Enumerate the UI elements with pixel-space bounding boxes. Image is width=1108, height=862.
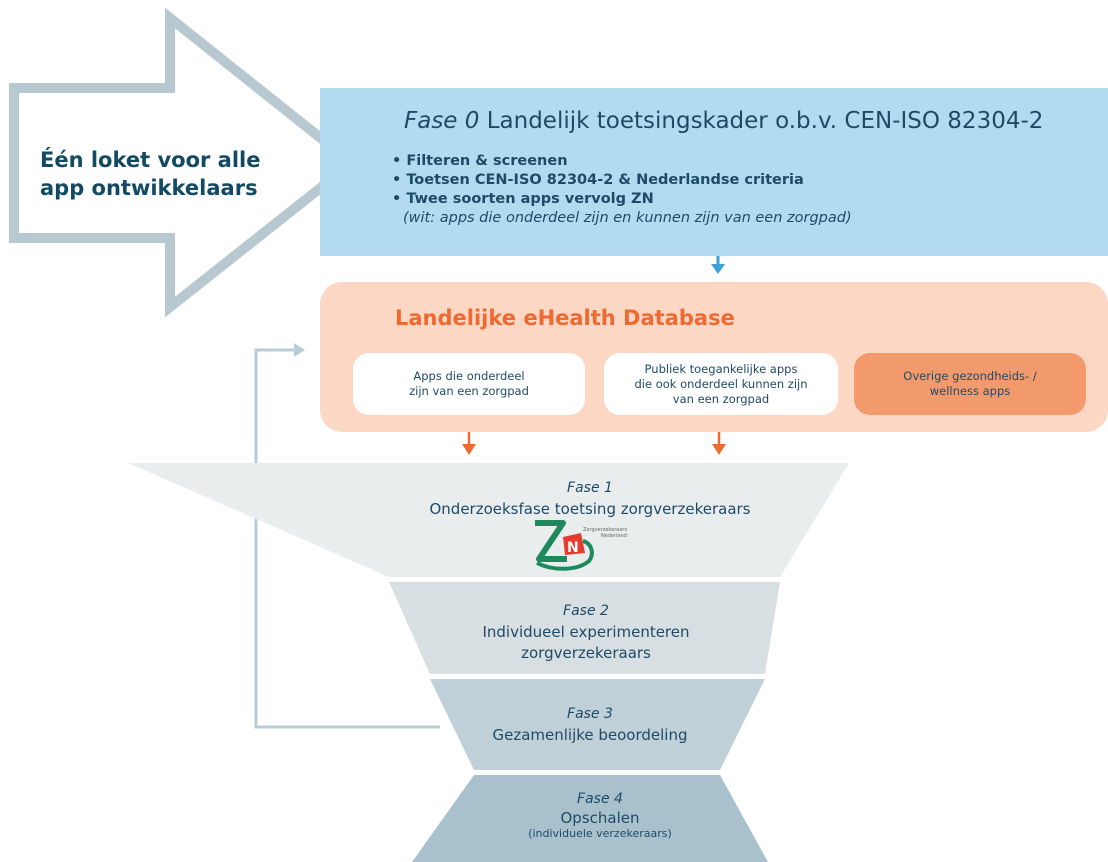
category-public-apps: Publiek toegankelijke apps die ook onder… xyxy=(604,353,838,415)
zn-logo-n-badge xyxy=(563,533,585,555)
funnel-phase-1 xyxy=(128,463,849,577)
phase-0-bullet: Toetsen CEN-ISO 82304-2 & Nederlandse cr… xyxy=(392,171,852,190)
funnel-phase-4 xyxy=(412,775,768,862)
phase-1-name: Onderzoeksfase toetsing zorgverzekeraars xyxy=(429,500,751,518)
phase-4-label: Fase 4 Opschalen (individuele verzekeraa… xyxy=(480,789,720,840)
phase-4-number: Fase 4 xyxy=(577,791,623,807)
phase-0-name: Landelijk toetsingskader o.b.v. CEN-ISO … xyxy=(486,108,1044,134)
phase-2-name-line-2: zorgverzekeraars xyxy=(521,644,651,662)
phase-2-number: Fase 2 xyxy=(563,603,609,619)
hero-text: Één loket voor alle app ontwikkelaars xyxy=(40,148,261,200)
arrow-down-blue xyxy=(711,256,725,274)
zn-logo-text-2: Nederland xyxy=(601,533,627,539)
category-care-path-apps: Apps die onderdeel zijn van een zorgpad xyxy=(353,353,585,415)
zn-logo: N Zorgverzekeraars Nederland xyxy=(535,520,627,571)
category-label: Apps die onderdeel zijn van een zorgpad xyxy=(409,369,529,398)
database-title: Landelijke eHealth Database xyxy=(395,306,735,330)
phase-0-bullet: Filteren & screenen xyxy=(392,152,852,171)
phase-0-box: Fase 0 Landelijk toetsingskader o.b.v. C… xyxy=(320,88,1108,256)
phase-2-label: Fase 2 Individueel experimenteren zorgve… xyxy=(400,601,772,664)
database-box: Landelijke eHealth Database Apps die ond… xyxy=(320,282,1108,432)
zn-logo-swoosh xyxy=(536,539,594,571)
funnel-phase-2 xyxy=(389,582,780,674)
category-label: Overige gezondheids- / wellness apps xyxy=(903,369,1037,398)
zn-logo-text-1: Zorgverzekeraars xyxy=(583,527,627,533)
phase-1-label: Fase 1 Onderzoeksfase toetsing zorgverze… xyxy=(360,478,820,520)
phase-0-note: (wit: apps die onderdeel zijn en kunnen … xyxy=(403,210,852,226)
feedback-loop-arrow xyxy=(254,343,440,729)
phase-1-number: Fase 1 xyxy=(567,480,613,496)
phase-0-label: Fase 0 xyxy=(404,108,480,134)
phase-0-bullet: Twee soorten apps vervolg ZN xyxy=(392,190,852,209)
zn-logo-z xyxy=(535,520,567,562)
entry-arrow xyxy=(9,7,361,318)
phase-3-label: Fase 3 Gezamenlijke beoordeling xyxy=(440,704,740,746)
phase-4-sub: (individuele verzekeraars) xyxy=(528,827,672,840)
arrow-down-orange-left xyxy=(462,432,476,455)
funnel-phase-3 xyxy=(430,679,765,770)
zn-logo-n: N xyxy=(567,540,579,556)
phase-2-name: Individueel experimenteren xyxy=(482,623,690,641)
category-wellness-apps: Overige gezondheids- / wellness apps xyxy=(854,353,1086,415)
phase-4-name: Opschalen xyxy=(560,809,640,827)
phase-0-title: Fase 0 Landelijk toetsingskader o.b.v. C… xyxy=(404,108,1043,134)
phase-3-number: Fase 3 xyxy=(567,706,613,722)
phase-3-name: Gezamenlijke beoordeling xyxy=(492,726,688,744)
phase-0-bullets: Filteren & screenen Toetsen CEN-ISO 8230… xyxy=(392,152,852,228)
category-label: Publiek toegankelijke apps die ook onder… xyxy=(634,361,808,406)
